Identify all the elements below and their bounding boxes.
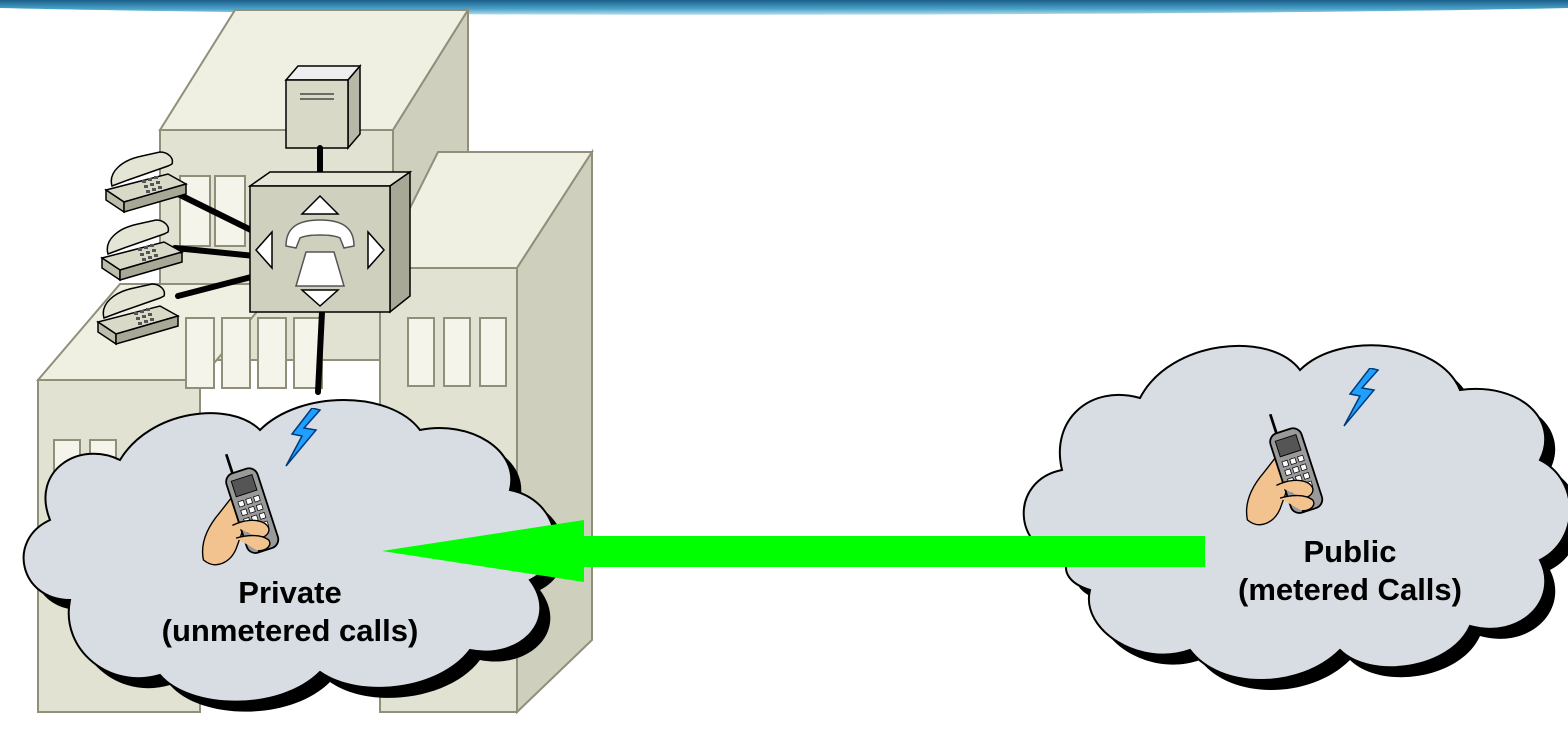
private-cloud-label: Private (unmetered calls) xyxy=(100,574,480,650)
private-cloud-title: Private xyxy=(100,574,480,612)
private-cloud-subtitle: (unmetered calls) xyxy=(100,612,480,650)
server-icon xyxy=(286,66,360,148)
pbx-switch-icon xyxy=(250,172,410,312)
public-cloud-label: Public (metered Calls) xyxy=(1180,533,1520,609)
public-cloud-subtitle: (metered Calls) xyxy=(1180,571,1520,609)
public-cloud xyxy=(1024,345,1568,690)
public-cloud-title: Public xyxy=(1180,533,1520,571)
